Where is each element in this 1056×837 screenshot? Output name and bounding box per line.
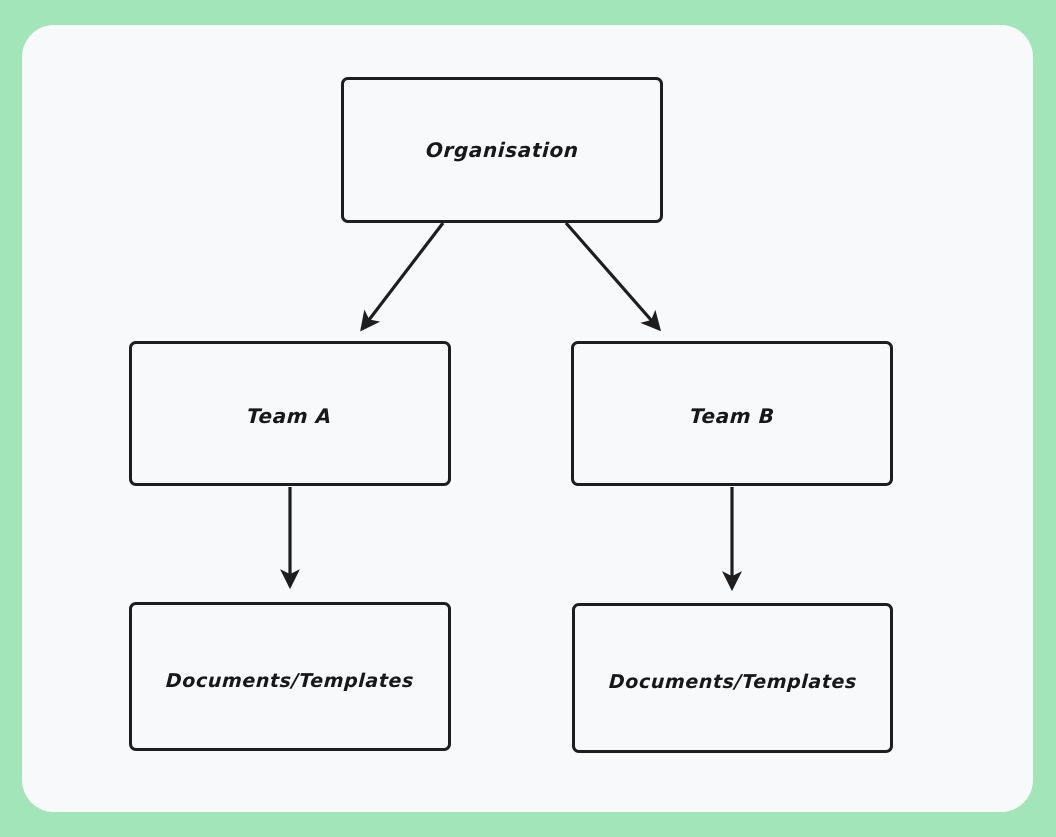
node-documents-templates-b-label: Documents/Templates	[607, 671, 858, 693]
node-team-b-label: Team B	[688, 403, 776, 428]
node-team-a[interactable]: Team A	[129, 341, 451, 486]
node-organisation-label: Organisation	[424, 138, 580, 162]
edge-organisation-to-team-a	[360, 222, 445, 332]
node-documents-templates-a-label: Documents/Templates	[165, 669, 415, 692]
node-organisation[interactable]: Organisation	[341, 77, 663, 223]
edge-organisation-to-team-b	[564, 221, 662, 332]
node-team-b[interactable]: Team B	[571, 341, 893, 486]
node-team-a-label: Team A	[246, 403, 334, 428]
node-documents-templates-b[interactable]: Documents/Templates	[572, 603, 893, 753]
node-documents-templates-a[interactable]: Documents/Templates	[129, 602, 451, 751]
